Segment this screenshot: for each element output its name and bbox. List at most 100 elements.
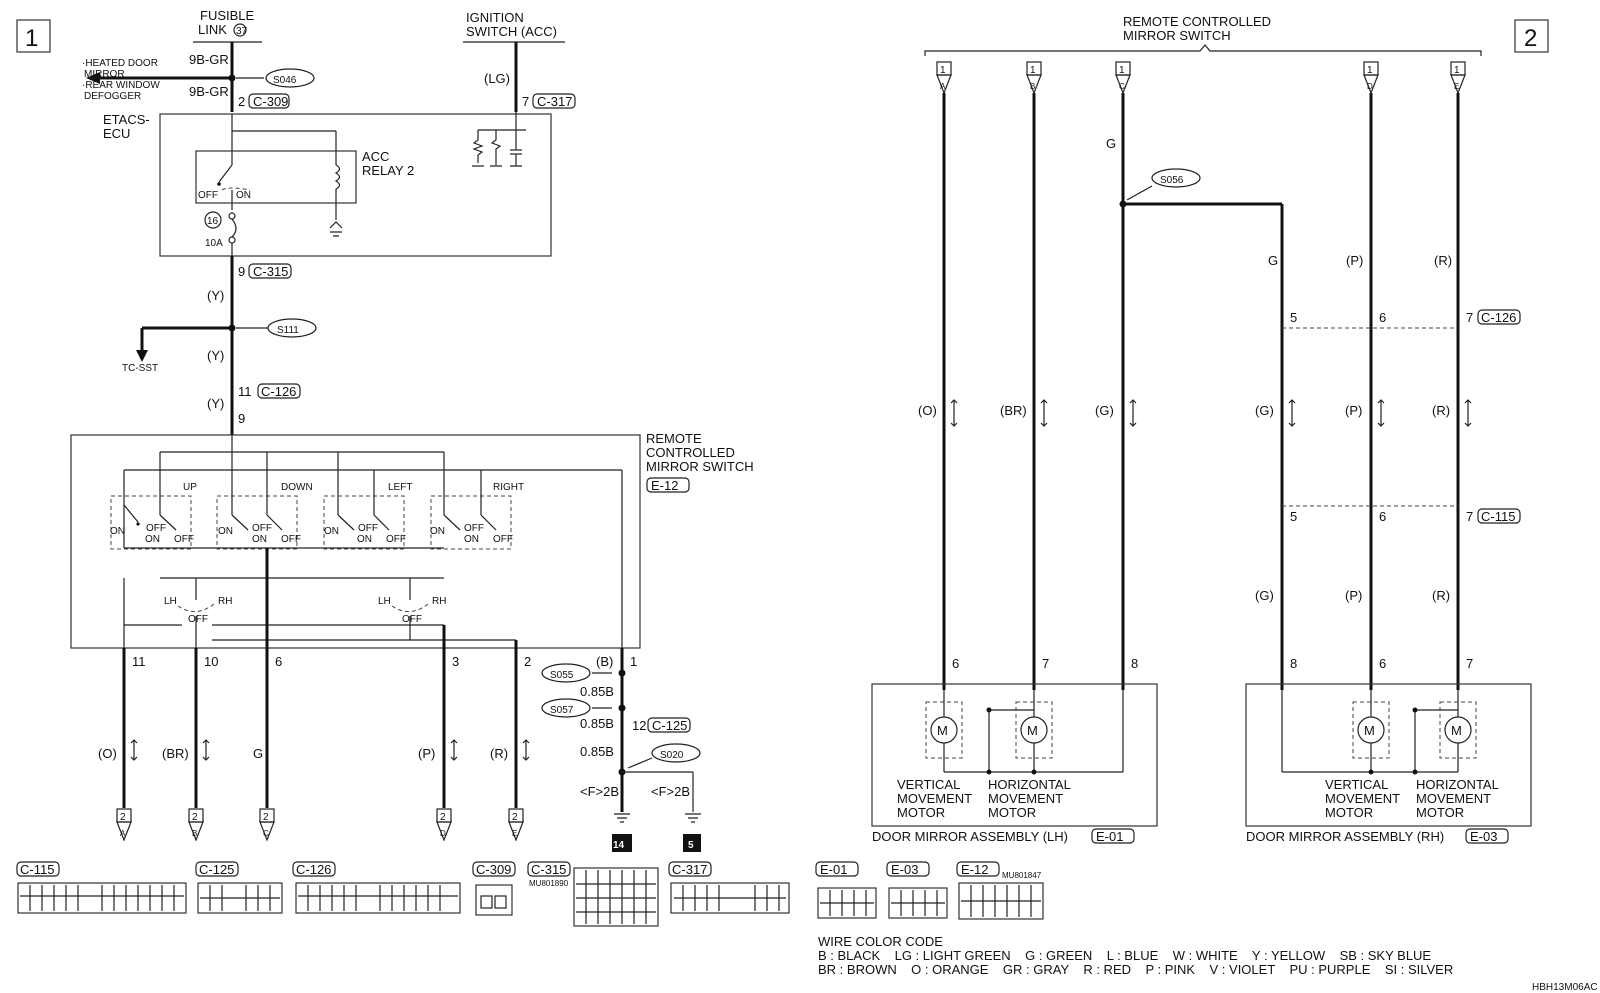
connector-view-c317-label: C-317 <box>672 862 707 877</box>
wire-label-g-rh: G <box>1268 253 1278 268</box>
svg-text:ON: ON <box>145 534 160 545</box>
pin-2-e12: 2 <box>524 654 531 669</box>
wire-label-lg: (LG) <box>484 71 510 86</box>
svg-text:ON: ON <box>430 526 445 537</box>
rh-horizontal-label-2: MOVEMENT <box>1416 791 1491 806</box>
connector-c126-tag-right <box>1477 309 1521 325</box>
pin-12-c125: 12 <box>632 718 646 733</box>
connector-e03: E-03 <box>1470 829 1497 844</box>
branch-note-4: DEFOGGER <box>84 91 141 102</box>
splice-node-s056 <box>1119 200 1127 208</box>
pin-11-c126: 11 <box>238 384 252 399</box>
pin-7-e03: 7 <box>1466 656 1473 671</box>
pin-5-c115: 5 <box>1290 509 1297 524</box>
lh-horizontal-label-3: MOTOR <box>988 805 1036 820</box>
connector-c125-tag <box>647 717 691 733</box>
wire-label-b: (B) <box>596 654 613 669</box>
wire-label-f2b-1: <F>2B <box>580 784 619 799</box>
wire-label-p-mid: (P) <box>1345 403 1362 418</box>
terminal-d: D <box>440 829 446 838</box>
lh-rh-selector: LH RH OFF LH RH OFF <box>124 578 516 648</box>
svg-text:ON: ON <box>252 534 267 545</box>
svg-text:M: M <box>1364 723 1375 738</box>
wire-label-g-rh-low: (G) <box>1255 588 1274 603</box>
wire-label-y-3: (Y) <box>207 396 224 411</box>
splice-label-s020: S020 <box>660 750 684 761</box>
pin-6-c115: 6 <box>1379 509 1386 524</box>
connector-c317: C-317 <box>537 94 572 109</box>
ground-path: (B) S055 0.85B S057 0.85B 12 C-125 0.85B… <box>541 648 701 852</box>
splice-label-s055: S055 <box>550 670 574 681</box>
pin-5-c126: 5 <box>1290 310 1297 325</box>
switch-brace <box>924 44 1482 56</box>
etacs-label-2: ECU <box>103 126 130 141</box>
pin-2-c309: 2 <box>238 94 245 109</box>
connector-c317-tag <box>532 93 576 109</box>
pin-9-c315: 9 <box>238 264 245 279</box>
svg-text:ON: ON <box>324 526 339 537</box>
switch-title-2: CONTROLLED <box>646 445 735 460</box>
tcsst-arrow-icon <box>136 350 148 362</box>
branch-note-2: MIRROR <box>84 69 125 80</box>
connector-view-c315-label: C-315 <box>531 862 566 877</box>
etacs-ecu-box <box>159 113 552 257</box>
mu-code-1: MU801890 <box>529 879 569 888</box>
connector-view-e01-label: E-01 <box>820 862 847 877</box>
pin-10-e12: 10 <box>204 654 218 669</box>
connector-c315-tag <box>248 263 292 279</box>
fusible-link-title: FUSIBLE <box>200 8 255 23</box>
ground-5: 5 <box>688 840 694 851</box>
connector-view-c125 <box>197 882 283 914</box>
svg-text:1: 1 <box>1367 65 1373 76</box>
connector-view-e01 <box>817 887 877 919</box>
svg-text:C: C <box>1119 82 1125 91</box>
lh-motors: M M <box>925 690 1124 775</box>
wire-label-br-left: (BR) <box>162 746 189 761</box>
pin-6-e03: 6 <box>1379 656 1386 671</box>
svg-text:E: E <box>1454 82 1459 91</box>
svg-text:M: M <box>1451 723 1462 738</box>
switch-left: LEFT ON OFF ON OFF <box>323 452 412 550</box>
connector-e12: E-12 <box>651 478 678 493</box>
wire-label-9b-gr-top: 9B-GR <box>189 52 229 67</box>
connector-c126-left: C-126 <box>261 384 296 399</box>
svg-text:1: 1 <box>940 65 946 76</box>
splice-s046 <box>265 68 315 88</box>
terminal-c: C <box>263 829 269 838</box>
page-marker-2-box <box>1514 19 1549 53</box>
svg-text:OFF: OFF <box>402 614 422 625</box>
switch-internal-bus <box>123 435 623 648</box>
lh-vertical-label-3: MOTOR <box>897 805 945 820</box>
svg-text:ON: ON <box>218 526 233 537</box>
ground-14: 14 <box>613 840 625 851</box>
splice-s056 <box>1151 168 1201 188</box>
wire-label-p-low: (P) <box>1345 588 1362 603</box>
wire-label-y-1: (Y) <box>207 288 224 303</box>
wire-label-g-left: G <box>253 746 263 761</box>
rh-horizontal-label-1: HORIZONTAL <box>1416 777 1499 792</box>
lh-vertical-label-2: MOVEMENT <box>897 791 972 806</box>
wire-label-p-top: (P) <box>1346 253 1363 268</box>
svg-text:OFF: OFF <box>464 523 484 534</box>
connector-c309: C-309 <box>253 94 288 109</box>
wire-code-row-2: BR : BROWN O : ORANGE GR : GRAY R : RED … <box>818 962 1453 977</box>
etacs-label-1: ETACS- <box>103 112 150 127</box>
connector-view-e03-label: E-03 <box>891 862 918 877</box>
svg-text:OFF: OFF <box>252 523 272 534</box>
diagram-code: HBH13M06AC <box>1532 982 1598 993</box>
fusible-link-label: LINK <box>198 22 227 37</box>
svg-text:2: 2 <box>440 812 446 823</box>
mu-code-2: MU801847 <box>1002 871 1042 880</box>
relay-on: ON <box>236 190 251 201</box>
wire-label-o-right: (O) <box>918 403 937 418</box>
ground-14-box <box>612 834 632 852</box>
svg-text:M: M <box>1027 723 1038 738</box>
wire-code-title: WIRE COLOR CODE <box>818 934 943 949</box>
connector-e01-tag <box>1091 828 1135 844</box>
terminal-a: A <box>120 829 126 838</box>
door-mirror-rh-box <box>1245 683 1532 827</box>
switch-right: RIGHT ON OFF ON OFF <box>430 452 524 550</box>
wire-label-g-top: G <box>1106 136 1116 151</box>
svg-text:A: A <box>940 82 946 91</box>
